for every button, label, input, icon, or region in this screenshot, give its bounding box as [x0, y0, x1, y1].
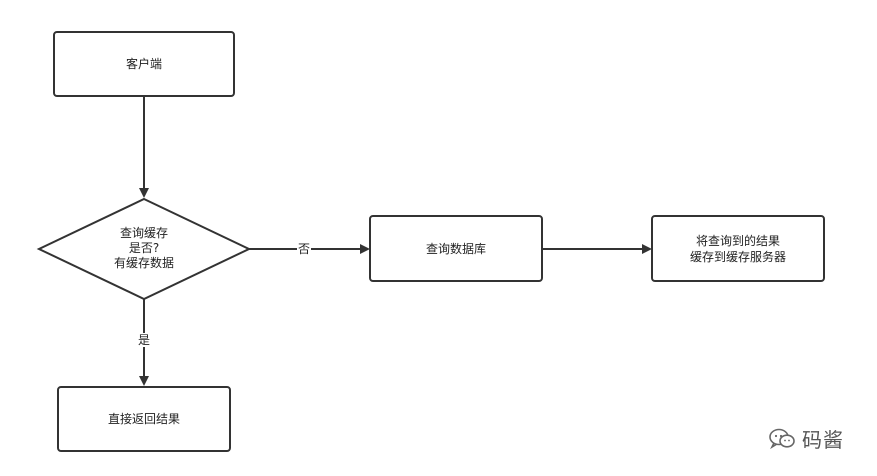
decision-label: 查询缓存 是否? 有缓存数据 — [113, 226, 174, 270]
return-result-label: 直接返回结果 — [107, 412, 180, 426]
client-node: 客户端 — [53, 31, 235, 97]
yes-edge-label: 是 — [137, 333, 152, 347]
watermark: 码酱 — [768, 424, 844, 453]
wechat-bubble-icon — [769, 428, 795, 449]
client-label: 客户端 — [125, 57, 162, 71]
write-cache-label: 将查询到的结果 缓存到缓存服务器 — [689, 233, 786, 264]
no-edge-label: 否 — [297, 242, 312, 256]
query-db-label: 查询数据库 — [425, 241, 486, 256]
write-cache-node: 将查询到的结果 缓存到缓存服务器 — [651, 215, 825, 282]
return-result-node: 直接返回结果 — [57, 386, 231, 452]
watermark-text: 码酱 — [802, 428, 844, 452]
query-db-node: 查询数据库 — [369, 215, 543, 282]
